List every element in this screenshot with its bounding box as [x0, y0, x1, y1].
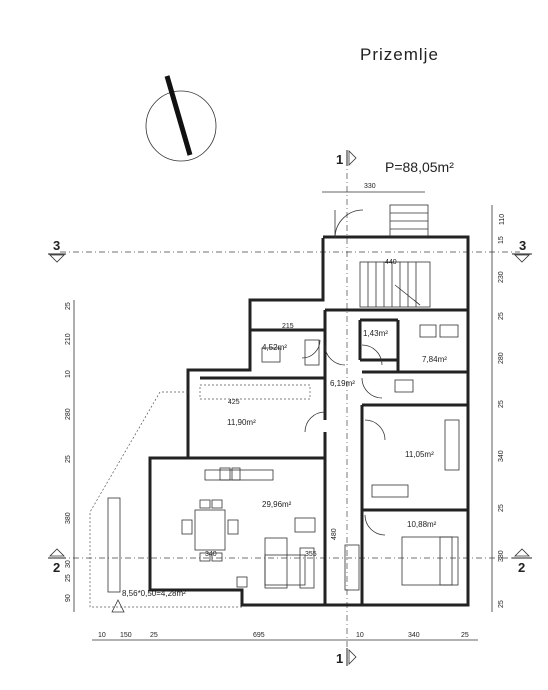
svg-text:25: 25: [498, 504, 505, 512]
room-area-room-2: 11,05m²: [405, 450, 434, 459]
section-marker-3-right: 3: [512, 238, 532, 263]
svg-text:25: 25: [498, 400, 505, 408]
svg-text:210: 210: [65, 333, 72, 345]
dim-480: 480: [331, 528, 338, 540]
svg-text:25: 25: [498, 312, 505, 320]
svg-text:340: 340: [408, 632, 420, 639]
svg-text:25: 25: [498, 600, 505, 608]
terrace-area-label: 8,56*0,50=4,28m²: [122, 589, 186, 598]
svg-text:25: 25: [65, 455, 72, 463]
svg-text:3: 3: [519, 238, 526, 253]
svg-text:1: 1: [336, 152, 343, 167]
svg-text:25: 25: [150, 632, 158, 639]
svg-text:110: 110: [499, 214, 506, 225]
svg-text:280: 280: [498, 352, 505, 364]
doors: [301, 209, 386, 536]
svg-text:380: 380: [65, 512, 72, 524]
walls: [148, 235, 470, 607]
room-area-bedroom: 10,88m²: [407, 520, 437, 529]
dim-top-width: 330: [364, 183, 376, 190]
svg-text:340: 340: [498, 450, 505, 462]
room-area-bathroom: 4,52m²: [262, 343, 287, 352]
dim-355: 355: [305, 551, 317, 558]
svg-text:25: 25: [65, 574, 72, 582]
dim-chain-bottom: 10 150 25 695 10 340 25: [92, 632, 478, 641]
section-marker-2-right: 2: [512, 548, 532, 575]
svg-text:230: 230: [498, 271, 505, 283]
section-marker-2-left: 2: [48, 548, 66, 575]
section-marker-3-left: 3: [48, 238, 66, 263]
dim-stair-width: 440: [385, 259, 397, 266]
svg-text:30: 30: [65, 560, 72, 568]
svg-text:10: 10: [98, 632, 106, 639]
svg-text:25: 25: [461, 632, 469, 639]
svg-text:2: 2: [53, 560, 60, 575]
dim-wc-width: 215: [282, 323, 294, 330]
svg-text:25: 25: [65, 302, 72, 310]
room-area-utility: 7,84m²: [422, 355, 447, 364]
total-area: P=88,05m²: [385, 159, 454, 175]
dim-340: 340: [205, 551, 217, 558]
furniture: [181, 324, 460, 591]
dim-chain-left: 25 210 10 280 25 380 30 25 90: [65, 300, 75, 612]
plan-title: Prizemlje: [360, 45, 439, 64]
terrace: [89, 391, 242, 613]
room-area-wc: 1,43m²: [363, 329, 388, 338]
svg-text:10: 10: [65, 370, 72, 378]
svg-text:695: 695: [253, 632, 265, 639]
room-area-room-1: 11,90m²: [227, 418, 256, 427]
dim-chain-right: 110 15 230 25 280 25 340 25 380 25: [491, 205, 506, 612]
svg-text:2: 2: [518, 560, 525, 575]
room-area-hall: 6,19m²: [330, 379, 355, 388]
section-marker-1-top: 1: [336, 150, 357, 167]
svg-text:15: 15: [498, 236, 505, 244]
section-marker-1-bottom: 1: [336, 648, 357, 666]
svg-text:3: 3: [53, 238, 60, 253]
north-arrow-icon: [145, 75, 217, 162]
svg-text:280: 280: [65, 408, 72, 420]
room-area-living: 29,96m²: [262, 500, 292, 509]
svg-text:150: 150: [120, 632, 132, 639]
staircase: [359, 204, 431, 308]
dim-room-425: 425: [228, 399, 240, 406]
svg-text:1: 1: [336, 651, 343, 666]
svg-text:90: 90: [65, 594, 72, 602]
svg-text:10: 10: [356, 632, 364, 639]
svg-text:380: 380: [498, 550, 505, 562]
